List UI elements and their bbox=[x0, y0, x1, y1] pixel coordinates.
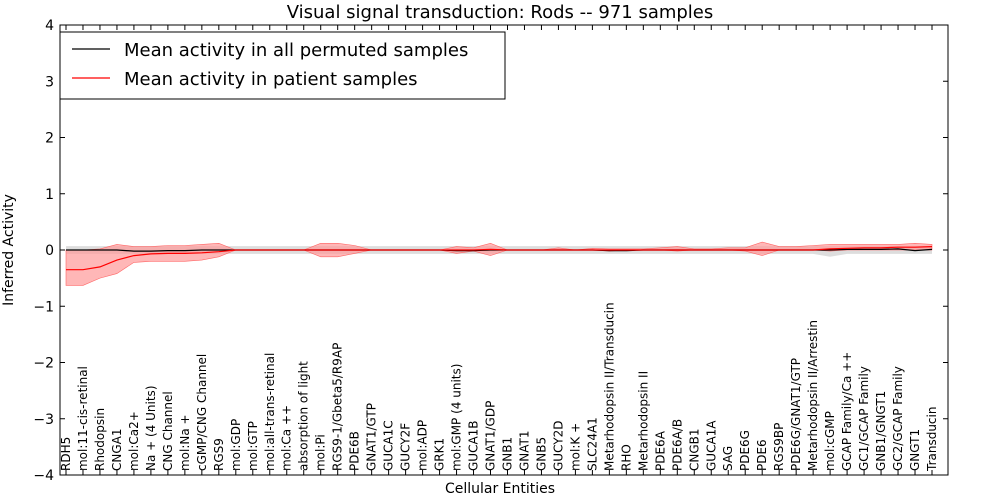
x-tick-label: GNAT1/GTP bbox=[365, 403, 379, 471]
x-tick-label: GUCA1A bbox=[704, 420, 718, 471]
x-tick-label: GC2/GCAP Family bbox=[891, 366, 905, 471]
legend-label-permuted: Mean activity in all permuted samples bbox=[124, 40, 468, 61]
x-tick-label: GC1/GCAP Family bbox=[857, 366, 871, 471]
x-tick-label: GUCY2F bbox=[399, 423, 413, 471]
y-tick-label: 1 bbox=[45, 187, 54, 203]
x-tick-label: GNB5 bbox=[534, 437, 548, 471]
x-tick-label: GCAP Family/Ca ++ bbox=[840, 352, 854, 471]
x-tick-label: Metarhodopsin II/Arrestin bbox=[806, 320, 820, 471]
x-tick-label: mol:Ca2+ bbox=[127, 411, 141, 471]
x-tick-label: mol:GTP bbox=[246, 421, 260, 471]
x-tick-label: CNGB1 bbox=[687, 428, 701, 471]
x-tick-label: CNG Channel bbox=[161, 391, 175, 471]
x-tick-label: RGS9 bbox=[212, 438, 226, 471]
y-axis-label: Inferred Activity bbox=[1, 194, 17, 306]
x-tick-label: Transducin bbox=[925, 407, 939, 472]
series-lines bbox=[66, 246, 933, 271]
x-tick-label: CNGA1 bbox=[110, 429, 124, 472]
x-tick-label: GUCA1B bbox=[467, 420, 481, 471]
x-tick-label: Na + (4 Units) bbox=[144, 385, 158, 471]
x-tick-label: PDE6A bbox=[653, 430, 667, 471]
x-axis-label: Cellular Entities bbox=[445, 481, 555, 497]
x-tick-label: PDE6G bbox=[738, 430, 752, 471]
x-tick-label: SLC24A1 bbox=[585, 417, 599, 471]
legend: Mean activity in all permuted samples Me… bbox=[59, 31, 506, 100]
x-tick-label: GNAT1 bbox=[517, 430, 531, 471]
x-tick-label: mol:K + bbox=[568, 423, 582, 471]
x-tick-label: GUCY2D bbox=[551, 421, 565, 471]
x-tick-label: SAG bbox=[721, 446, 735, 471]
x-tick-label: Rhodopsin bbox=[93, 408, 107, 471]
legend-label-patient: Mean activity in patient samples bbox=[124, 69, 418, 90]
x-tick-label: mol:Na + bbox=[178, 414, 192, 471]
x-tick-label: PDE6A/B bbox=[670, 419, 684, 471]
x-tick-label: Metarhodopsin II bbox=[636, 371, 650, 471]
x-tick-label: absorption of light bbox=[297, 361, 311, 471]
x-tick-label: GNB1 bbox=[500, 437, 514, 471]
x-tick-label: PDE6 bbox=[755, 439, 769, 471]
x-tick-label: mol:Ca ++ bbox=[280, 405, 294, 471]
y-tick-label: −2 bbox=[33, 356, 54, 372]
x-tick-label: GUCA1C bbox=[382, 420, 396, 471]
y-tick-label: 0 bbox=[45, 243, 54, 259]
x-tick-label: RGS9-1/Gbeta5/R9AP bbox=[331, 343, 345, 471]
y-tick-label: −3 bbox=[33, 412, 54, 428]
x-tick-label: PDE6B bbox=[348, 431, 362, 471]
x-tick-label: mol:cGMP bbox=[823, 411, 837, 471]
x-tick-label: mol:11-cis-retinal bbox=[76, 366, 90, 471]
x-tick-label: RHO bbox=[619, 444, 633, 471]
y-axis-ticks: −4 −3 −2 −1 0 1 2 3 4 bbox=[33, 18, 948, 484]
y-tick-label: −1 bbox=[33, 299, 54, 315]
legend-box bbox=[59, 31, 506, 100]
x-tick-label: mol:GDP bbox=[229, 419, 243, 471]
x-tick-label: cGMP/CNG Channel bbox=[195, 354, 209, 471]
y-tick-label: 4 bbox=[45, 18, 54, 34]
x-tick-label: Metarhodopsin II/Transducin bbox=[602, 302, 616, 471]
chart-title: Visual signal transduction: Rods -- 971 … bbox=[287, 2, 714, 23]
x-tick-label: PDE6G/GNAT1/GTP bbox=[789, 358, 803, 471]
x-tick-label: GNGT1 bbox=[908, 429, 922, 471]
y-tick-label: 3 bbox=[45, 74, 54, 90]
line-patient bbox=[66, 246, 933, 271]
band-patient bbox=[65, 241, 933, 286]
x-tick-label: mol:GMP (4 units) bbox=[450, 364, 464, 471]
x-tick-label: GRK1 bbox=[433, 438, 447, 471]
x-tick-label: mol:all-trans-retinal bbox=[263, 353, 277, 471]
confidence-bands bbox=[65, 241, 933, 286]
x-tick-label: mol:Pi bbox=[314, 434, 328, 471]
x-tick-label: RDH5 bbox=[59, 437, 73, 471]
x-tick-label: GNB1/GNGT1 bbox=[874, 391, 888, 471]
y-tick-label: 2 bbox=[45, 131, 54, 147]
y-tick-label: −4 bbox=[33, 468, 54, 484]
x-tick-label: GNAT1/GDP bbox=[484, 401, 498, 471]
x-tick-label: mol:ADP bbox=[416, 420, 430, 471]
x-tick-label: RGS9BP bbox=[772, 423, 786, 471]
